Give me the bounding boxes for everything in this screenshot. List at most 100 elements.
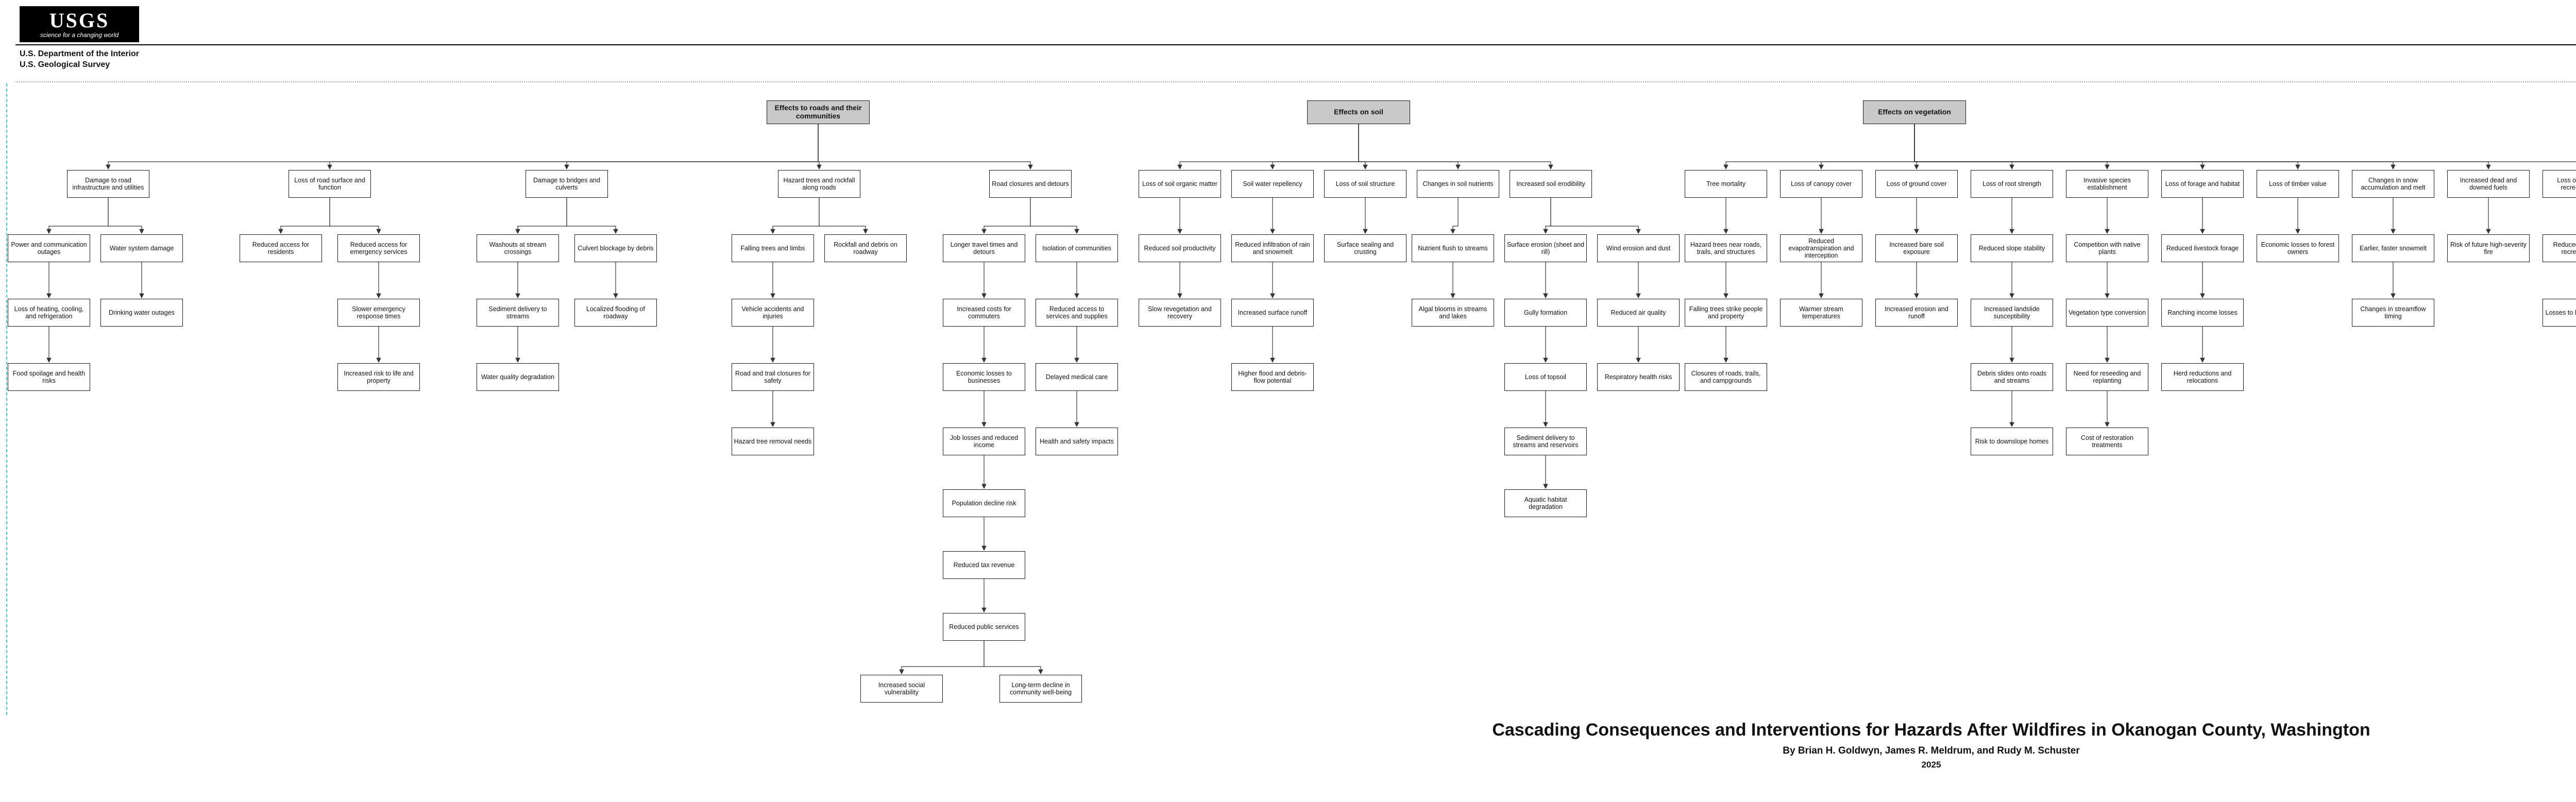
node-label: Power and communication outages bbox=[11, 241, 87, 255]
node-label: Reduced soil productivity bbox=[1144, 245, 1216, 252]
node-label: Damage to bridges and culverts bbox=[533, 177, 600, 191]
title-block: Cascading Consequences and Interventions… bbox=[0, 720, 2576, 770]
node-B1a: Reduced soil productivity bbox=[1139, 234, 1221, 262]
node-label: Respiratory health risks bbox=[1604, 373, 1672, 381]
node-C1: Tree mortality bbox=[1685, 170, 1767, 198]
node-C5a: Competition with native plants bbox=[2066, 234, 2148, 262]
node-label: Loss of heating, cooling, and refrigerat… bbox=[14, 305, 84, 320]
node-label: Loss of canopy cover bbox=[1790, 180, 1852, 187]
node-label: Changes in snow accumulation and melt bbox=[2361, 177, 2426, 191]
node-label: Falling trees strike people and property bbox=[1689, 305, 1763, 320]
node-HB: Effects on soil bbox=[1307, 100, 1410, 124]
node-HC: Effects on vegetation bbox=[1863, 100, 1966, 124]
node-C2: Loss of canopy cover bbox=[1780, 170, 1862, 198]
node-A5a8: Long-term decline in community well-bein… bbox=[999, 675, 1082, 703]
node-label: Effects on soil bbox=[1334, 108, 1383, 116]
node-A1b: Water system damage bbox=[100, 234, 183, 262]
node-A5: Road closures and detours bbox=[989, 170, 1072, 198]
node-B5a: Surface erosion (sheet and rill) bbox=[1504, 234, 1587, 262]
node-C9a: Risk of future high-severity fire bbox=[2447, 234, 2530, 262]
node-C4a2: Debris slides onto roads and streams bbox=[1971, 363, 2053, 391]
node-B4a: Nutrient flush to streams bbox=[1412, 234, 1494, 262]
node-C2a1: Warmer stream temperatures bbox=[1780, 299, 1862, 327]
node-label: Loss of timber value bbox=[2269, 180, 2327, 187]
node-A2a: Reduced access for residents bbox=[240, 234, 322, 262]
node-A3a2: Water quality degradation bbox=[477, 363, 559, 391]
node-label: Reduced air quality bbox=[1611, 309, 1666, 316]
node-label: Reduced tax revenue bbox=[953, 561, 1015, 569]
node-label: Tree mortality bbox=[1706, 180, 1745, 187]
node-A3a: Washouts at stream crossings bbox=[477, 234, 559, 262]
node-label: Reduced access for residents bbox=[252, 241, 310, 255]
node-label: Loss of topsoil bbox=[1525, 373, 1566, 381]
node-A2b1: Slower emergency response times bbox=[337, 299, 420, 327]
node-C2a: Reduced evapotranspiration and intercept… bbox=[1780, 234, 1862, 262]
node-A2b: Reduced access for emergency services bbox=[337, 234, 420, 262]
node-label: Invasive species establishment bbox=[2083, 177, 2131, 191]
node-label: Reduced tourism and recreation visits bbox=[2553, 241, 2576, 255]
node-A3: Damage to bridges and culverts bbox=[526, 170, 608, 198]
node-A5a7: Increased social vulnerability bbox=[860, 675, 943, 703]
usgs-survey-label: U.S. Geological Survey bbox=[20, 60, 110, 69]
node-label: Road closures and detours bbox=[992, 180, 1069, 187]
node-label: Loss of soil organic matter bbox=[1142, 180, 1217, 187]
node-label: Damage to road infrastructure and utilit… bbox=[72, 177, 144, 191]
node-C1a1: Falling trees strike people and property bbox=[1685, 299, 1767, 327]
node-label: Surface erosion (sheet and rill) bbox=[1506, 241, 1585, 255]
node-label: Reduced evapotranspiration and intercept… bbox=[1788, 237, 1854, 259]
node-A5a5: Reduced tax revenue bbox=[943, 551, 1025, 579]
node-label: Vehicle accidents and injuries bbox=[741, 305, 804, 320]
node-C7a: Economic losses to forest owners bbox=[2257, 234, 2339, 262]
node-C8a: Earlier, faster snowmelt bbox=[2352, 234, 2434, 262]
node-A5b: Isolation of communities bbox=[1036, 234, 1118, 262]
node-label: Economic losses to forest owners bbox=[2261, 241, 2335, 255]
registration-marks bbox=[6, 83, 7, 715]
node-label: Economic losses to businesses bbox=[956, 370, 1012, 384]
plate-title: Cascading Consequences and Interventions… bbox=[1492, 720, 2370, 740]
node-A3b1: Localized flooding of roadway bbox=[574, 299, 657, 327]
node-label: Warmer stream temperatures bbox=[1799, 305, 1843, 320]
node-B5b1: Reduced air quality bbox=[1597, 299, 1680, 327]
node-label: Loss of root strength bbox=[1982, 180, 2041, 187]
node-label: Surface sealing and crusting bbox=[1336, 241, 1394, 255]
node-C5: Invasive species establishment bbox=[2066, 170, 2148, 198]
node-label: Herd reductions and relocations bbox=[2173, 370, 2232, 384]
node-label: Losses to local businesses bbox=[2545, 309, 2576, 316]
masthead-left: U.S. Department of the Interior U.S. Geo… bbox=[20, 48, 139, 70]
masthead-rule bbox=[15, 44, 2576, 45]
node-label: Cost of restoration treatments bbox=[2080, 434, 2134, 449]
node-B5a3: Sediment delivery to streams and reservo… bbox=[1504, 428, 1587, 455]
node-label: Increased risk to life and property bbox=[344, 370, 414, 384]
node-label: Slow revegetation and recovery bbox=[1148, 305, 1212, 320]
node-label: Reduced livestock forage bbox=[2166, 245, 2239, 252]
node-label: Water system damage bbox=[109, 245, 174, 252]
node-C6a: Reduced livestock forage bbox=[2161, 234, 2244, 262]
node-B5a1: Gully formation bbox=[1504, 299, 1587, 327]
node-label: Increased landslide susceptibility bbox=[1984, 305, 2040, 320]
node-B2: Soil water repellency bbox=[1231, 170, 1314, 198]
node-label: Competition with native plants bbox=[2074, 241, 2141, 255]
node-label: Slower emergency response times bbox=[352, 305, 405, 320]
node-C7: Loss of timber value bbox=[2257, 170, 2339, 198]
node-A5b2: Delayed medical care bbox=[1036, 363, 1118, 391]
node-label: Increased bare soil exposure bbox=[1889, 241, 1944, 255]
node-label: Debris slides onto roads and streams bbox=[1977, 370, 2047, 384]
node-A5b1: Reduced access to services and supplies bbox=[1036, 299, 1118, 327]
node-label: Reduced access to services and supplies bbox=[1046, 305, 1108, 320]
node-A3b: Culvert blockage by debris bbox=[574, 234, 657, 262]
node-label: Delayed medical care bbox=[1045, 373, 1108, 381]
node-label: Population decline risk bbox=[952, 500, 1016, 507]
node-label: Increased soil erodibility bbox=[1516, 180, 1585, 187]
node-B2a2: Higher flood and debris-flow potential bbox=[1231, 363, 1314, 391]
node-label: Reduced public services bbox=[949, 623, 1019, 630]
node-A4: Hazard trees and rockfall along roads bbox=[778, 170, 860, 198]
node-label: Need for reseeding and replanting bbox=[2073, 370, 2141, 384]
node-A5a2: Economic losses to businesses bbox=[943, 363, 1025, 391]
node-label: Water quality degradation bbox=[481, 373, 554, 381]
node-label: Increased social vulnerability bbox=[878, 681, 925, 696]
node-A1a1: Loss of heating, cooling, and refrigerat… bbox=[8, 299, 90, 327]
node-label: Hazard tree removal needs bbox=[734, 438, 812, 445]
node-B5a2: Loss of topsoil bbox=[1504, 363, 1587, 391]
node-A1a: Power and communication outages bbox=[8, 234, 90, 262]
